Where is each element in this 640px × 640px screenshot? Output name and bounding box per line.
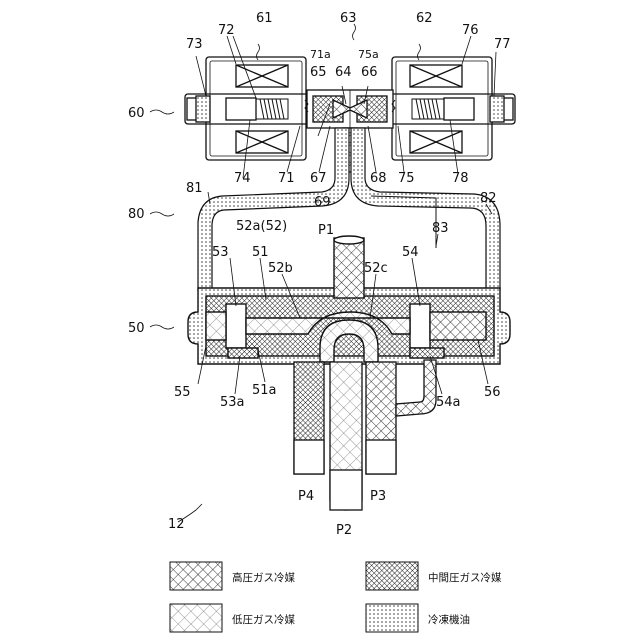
- label-55: 55: [174, 385, 191, 400]
- label-61: 61: [256, 11, 273, 26]
- label-78: 78: [452, 171, 469, 186]
- legend-high-label: 高圧ガス冷媒: [232, 571, 295, 584]
- label-68: 68: [370, 171, 387, 186]
- legend-mid-label: 中間圧ガス冷媒: [428, 571, 502, 584]
- piston-53: [226, 304, 246, 348]
- legend-mid-swatch: [366, 562, 418, 590]
- legend: 高圧ガス冷媒 中間圧ガス冷媒 低圧ガス冷媒 冷凍機油: [170, 562, 502, 632]
- legend-high: 高圧ガス冷媒: [170, 562, 295, 590]
- label-75: 75: [398, 171, 415, 186]
- label-81: 81: [186, 181, 203, 196]
- label-50: 50: [128, 321, 145, 336]
- label-77: 77: [494, 37, 511, 52]
- label-69: 69: [314, 195, 331, 210]
- label-52a: 52a(52): [236, 219, 287, 234]
- label-65: 65: [310, 65, 327, 80]
- label-71: 71: [278, 171, 295, 186]
- label-52c: 52c: [364, 261, 388, 276]
- valve-body: [188, 236, 510, 364]
- label-p3: P3: [370, 489, 386, 504]
- label-72: 72: [218, 23, 235, 38]
- right-spring: [412, 99, 444, 119]
- legend-mid: 中間圧ガス冷媒: [366, 562, 502, 590]
- label-56: 56: [484, 385, 501, 400]
- legend-oil: 冷凍機油: [366, 604, 470, 632]
- left-spring: [256, 99, 288, 119]
- port-p1-pipe: [334, 238, 364, 298]
- label-73: 73: [186, 37, 203, 52]
- label-80: 80: [128, 207, 145, 222]
- label-66: 66: [361, 65, 378, 80]
- label-53: 53: [212, 245, 229, 260]
- label-54: 54: [402, 245, 419, 260]
- label-p2: P2: [336, 523, 352, 538]
- bottom-ports: [294, 360, 436, 510]
- label-75a: 75a: [358, 48, 379, 61]
- legend-oil-swatch: [366, 604, 418, 632]
- label-64: 64: [335, 65, 352, 80]
- left-coil-bottom: [236, 131, 288, 153]
- label-p1: P1: [318, 223, 334, 238]
- label-67: 67: [310, 171, 327, 186]
- legend-low-swatch: [170, 604, 222, 632]
- piston-54: [410, 304, 430, 348]
- label-82: 82: [480, 191, 497, 206]
- label-12: 12: [168, 517, 185, 532]
- label-p4: P4: [298, 489, 314, 504]
- label-63: 63: [340, 11, 357, 26]
- left-coil-top: [236, 65, 288, 87]
- label-51a: 51a: [252, 383, 277, 398]
- legend-high-swatch: [170, 562, 222, 590]
- right-coil-top: [410, 65, 462, 87]
- legend-low: 低圧ガス冷媒: [170, 604, 295, 632]
- legend-oil-label: 冷凍機油: [428, 613, 470, 626]
- label-51: 51: [252, 245, 269, 260]
- label-54a: 54a: [436, 395, 461, 410]
- label-52b: 52b: [268, 261, 293, 276]
- label-76: 76: [462, 23, 479, 38]
- label-83: 83: [432, 221, 449, 236]
- label-53a: 53a: [220, 395, 245, 410]
- legend-low-label: 低圧ガス冷媒: [232, 613, 295, 626]
- label-60: 60: [128, 106, 145, 121]
- label-74: 74: [234, 171, 251, 186]
- label-62: 62: [416, 11, 433, 26]
- label-71a: 71a: [310, 48, 331, 61]
